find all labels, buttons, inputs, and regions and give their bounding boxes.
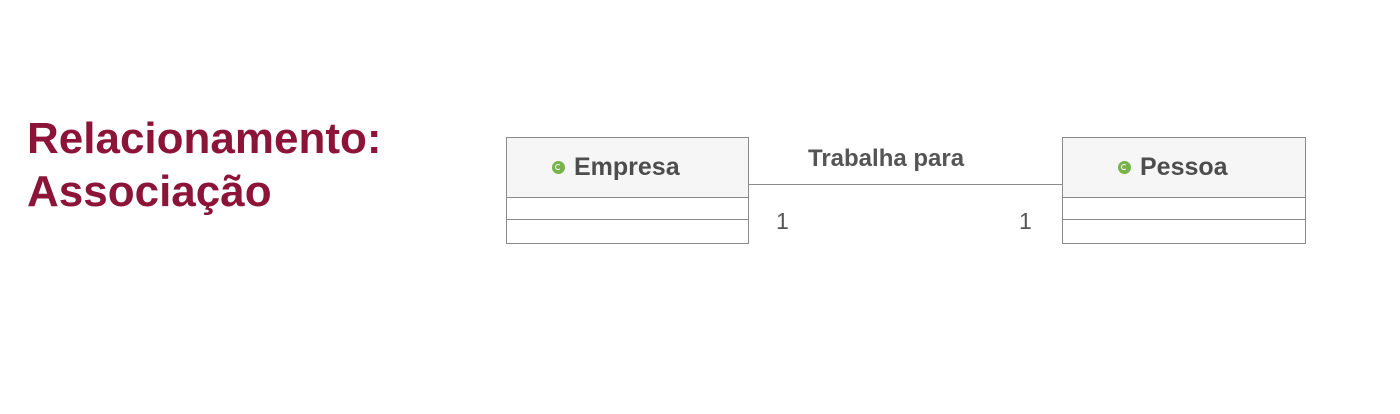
class-icon [1118,161,1131,174]
class-box-pessoa: Pessoa [1062,137,1306,244]
attributes-compartment [507,198,748,220]
association-label: Trabalha para [808,145,965,172]
class-name: Empresa [574,153,680,181]
class-header: Empresa [507,138,748,198]
methods-compartment [507,220,748,242]
title-line-2: Associação [27,167,272,216]
multiplicity-right: 1 [1019,208,1032,234]
class-icon [552,161,565,174]
class-name: Pessoa [1140,153,1228,181]
attributes-compartment [1063,198,1305,220]
slide-title: Relacionamento: Associação [27,112,382,218]
class-box-empresa: Empresa [506,137,749,244]
association-line [749,184,1062,185]
title-line-1: Relacionamento: [27,114,382,163]
class-header: Pessoa [1063,138,1305,198]
multiplicity-left: 1 [776,208,789,234]
methods-compartment [1063,220,1305,242]
